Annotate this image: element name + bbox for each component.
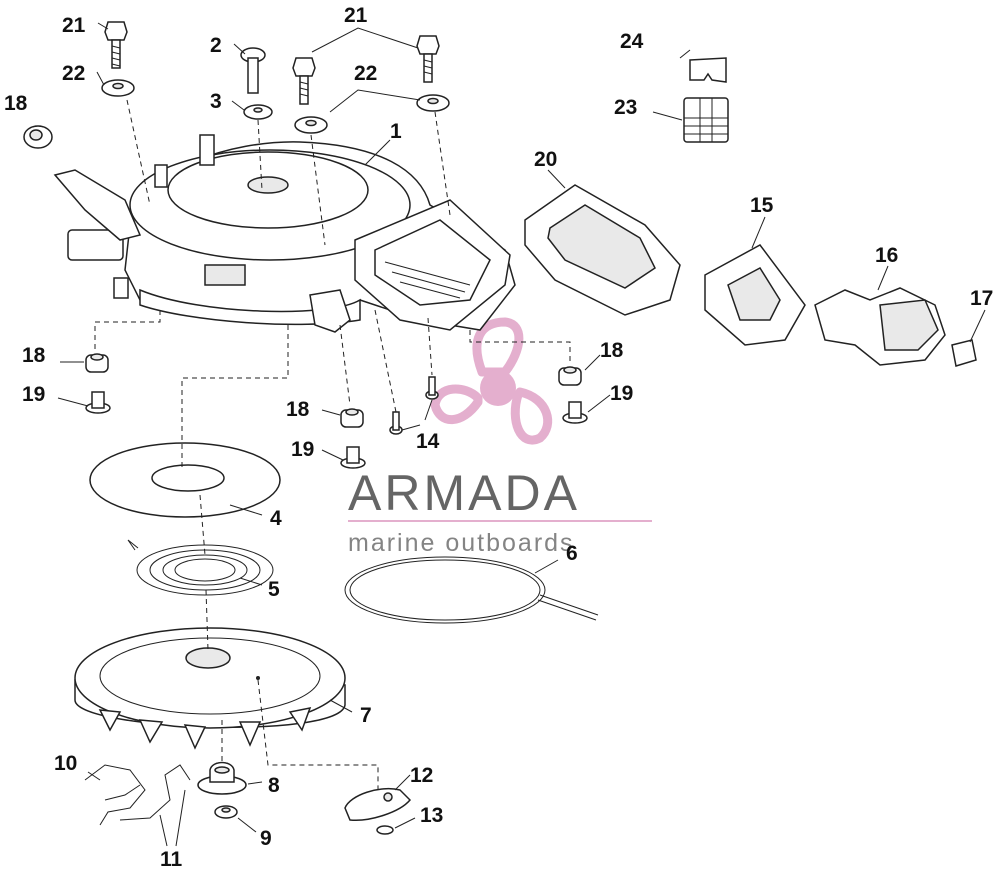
callout-7: 7 [360, 704, 372, 727]
callout-4: 4 [270, 507, 282, 530]
callout-15: 15 [750, 194, 774, 217]
part-20-bezel [524, 184, 681, 316]
part-18-grommet-center [340, 408, 364, 428]
callout-13: 13 [420, 804, 443, 827]
part-18-grommet-right [558, 366, 582, 386]
callout-21-center: 21 [344, 4, 368, 27]
callout-labels: 21 22 18 2 3 21 22 1 24 23 20 15 16 17 1… [4, 4, 993, 871]
callout-19-right: 19 [610, 382, 633, 405]
watermark-title: ARMADA [348, 465, 580, 521]
part-15-handle-holder [704, 244, 806, 346]
callout-5: 5 [268, 578, 280, 601]
callout-6: 6 [566, 542, 578, 565]
leader-lines [57, 22, 986, 847]
assembly-guide-lines [94, 99, 571, 790]
callout-18-left: 18 [22, 344, 46, 367]
callout-2: 2 [210, 34, 222, 57]
callout-18-right: 18 [600, 339, 624, 362]
callout-17: 17 [970, 287, 993, 310]
part-14-screw-b [425, 376, 439, 400]
part-6-rope [344, 556, 599, 624]
part-23-connector [683, 97, 729, 143]
callout-18-center: 18 [286, 398, 310, 421]
part-12-pawl [344, 788, 412, 821]
part-21-bolt-center [292, 57, 316, 105]
callout-11: 11 [160, 848, 183, 871]
part-10-spring-clip [84, 764, 146, 826]
callout-19-left: 19 [22, 383, 45, 406]
callout-9: 9 [260, 827, 272, 850]
part-7-pulley [74, 627, 346, 750]
part-1-starter-housing [53, 134, 516, 333]
part-13-retainer [376, 825, 394, 835]
callout-19-center: 19 [291, 438, 314, 461]
callout-1: 1 [390, 120, 402, 143]
callout-23: 23 [614, 96, 637, 119]
propeller-icon [430, 317, 553, 445]
callout-12: 12 [410, 764, 433, 787]
part-5-spring [127, 539, 274, 596]
part-22-washer-right [416, 94, 450, 112]
pulley-pin-hole [256, 676, 260, 680]
callout-22-center: 22 [354, 62, 377, 85]
callout-8: 8 [268, 774, 280, 797]
watermark-subtitle: marine outboards [348, 529, 575, 557]
callout-3: 3 [210, 90, 222, 113]
callout-20: 20 [534, 148, 557, 171]
part-21-bolt-right [416, 35, 440, 83]
part-3-washer [243, 104, 273, 120]
part-16-handle [814, 287, 946, 366]
callout-14: 14 [416, 430, 440, 453]
part-9-nut [214, 805, 238, 819]
watermark-logo: ARMADA marine outboards [348, 317, 652, 557]
callout-16: 16 [875, 244, 898, 267]
part-19-sleeve-center [340, 446, 366, 469]
part-21-bolt-left [104, 21, 128, 69]
callout-22-left: 22 [62, 62, 85, 85]
part-18-grommet-left [85, 353, 109, 373]
part-2-screw [240, 47, 266, 94]
part-22-washer-left [101, 79, 135, 97]
part-17-insert [951, 339, 977, 367]
callout-18-top: 18 [4, 92, 28, 115]
part-11-spring-wire [119, 764, 191, 821]
part-4-disc [89, 442, 281, 518]
part-19-sleeve-left [85, 391, 111, 414]
part-24-clip [689, 57, 727, 83]
part-18-grommet-top [23, 125, 53, 149]
callout-24: 24 [620, 30, 644, 53]
part-22-washer-center [294, 116, 328, 134]
part-14-screw-a [389, 411, 403, 435]
callout-21-left: 21 [62, 14, 86, 37]
part-19-sleeve-right [562, 401, 588, 424]
part-8-bushing [197, 761, 247, 795]
callout-10: 10 [54, 752, 77, 775]
